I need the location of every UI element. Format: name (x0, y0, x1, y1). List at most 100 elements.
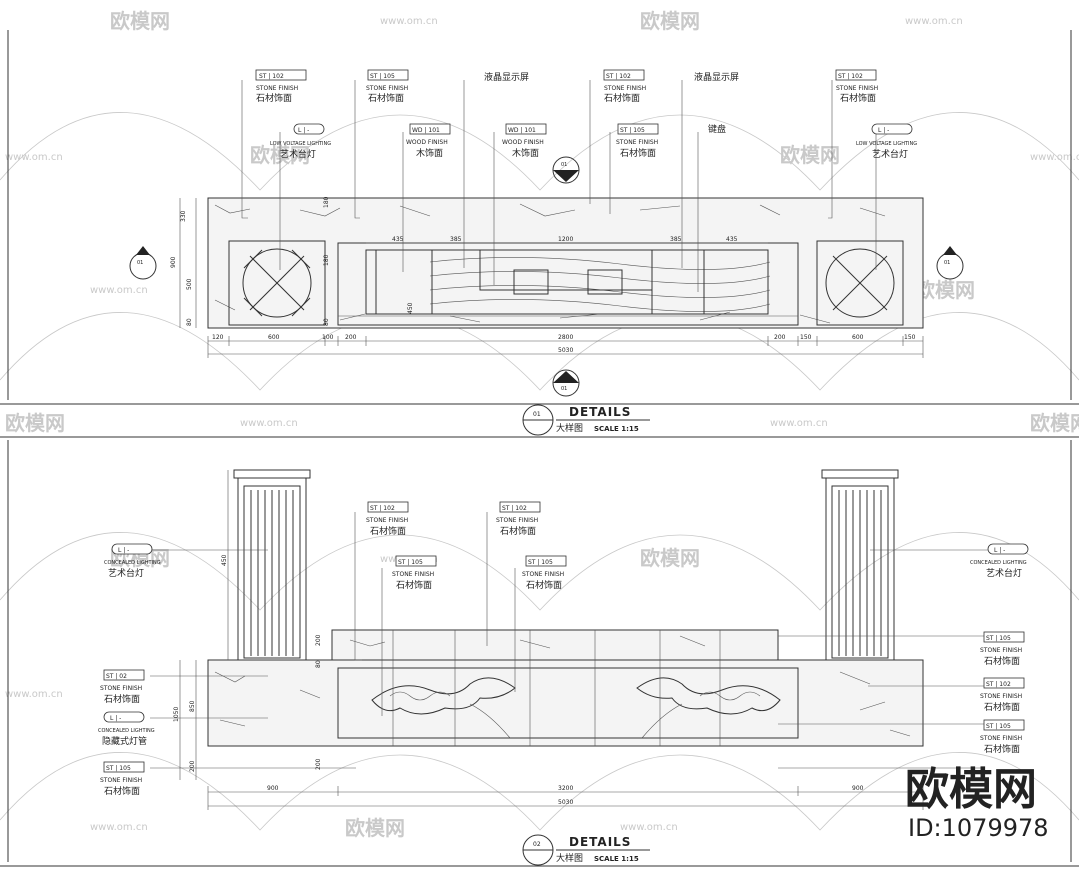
plan-outer-slab (207, 197, 924, 329)
elevation-title-block: 02 DETAILS 大样图 SCALE 1:15 (522, 834, 650, 866)
elevation-dim-bottom: 3200 (558, 785, 573, 792)
svg-text:石材饰面: 石材饰面 (620, 147, 656, 159)
svg-text:艺术台灯: 艺术台灯 (986, 567, 1022, 579)
elevation-dim-total: 5030 (558, 799, 573, 806)
brand-watermark: 欧模网 ID:1079978 (905, 764, 1049, 842)
svg-text:ST | 102: ST | 102 (838, 73, 863, 80)
svg-text:L | -: L | - (298, 127, 309, 134)
plan-dim-bottom: 200 (774, 334, 786, 341)
svg-text:艺术台灯: 艺术台灯 (872, 148, 908, 160)
svg-text:石材饰面: 石材饰面 (984, 655, 1020, 667)
watermark-url: www.om.cn (90, 285, 148, 296)
elevation-dim-left: 850 (189, 700, 196, 712)
elev-tag-light-left: L | - CONCEALED LIGHTING 艺术台灯 (104, 543, 161, 579)
svg-text:WOOD FINISH: WOOD FINISH (406, 139, 448, 146)
watermark-brand: 欧模网 (915, 278, 975, 302)
elevation-slab (207, 659, 924, 747)
svg-text:LOW VOLTAGE LIGHTING: LOW VOLTAGE LIGHTING (270, 141, 331, 147)
watermark-brand: 欧模网 (5, 411, 65, 435)
brand-id-text: ID:1079978 (908, 814, 1049, 842)
plan-title: DETAILS (569, 405, 631, 419)
svg-text:WD | 101: WD | 101 (508, 127, 536, 134)
watermark-brand: 欧模网 (780, 143, 840, 167)
plan-section-marker-right: 01 (936, 246, 964, 280)
watermark-url: www.om.cn (770, 418, 828, 429)
plan-tag-st105-mid: ST | 105 STONE FINISH 石材饰面 (616, 123, 659, 159)
plan-label-keyboard: 键盘 (708, 123, 726, 135)
plan-tag-st102-mid: ST | 102 STONE FINISH 石材饰面 (603, 69, 646, 104)
watermark-url: www.om.cn (380, 16, 438, 27)
svg-text:ST | 105: ST | 105 (106, 765, 131, 772)
svg-text:STONE FINISH: STONE FINISH (366, 85, 408, 92)
svg-text:石材饰面: 石材饰面 (370, 525, 406, 537)
svg-text:ST | 102: ST | 102 (370, 505, 395, 512)
svg-text:WOOD FINISH: WOOD FINISH (502, 139, 544, 146)
svg-text:石材饰面: 石材饰面 (104, 693, 140, 705)
elev-tag-st105-a: ST | 105 STONE FINISH 石材饰面 (392, 555, 437, 591)
elev-tag-concealed-left: L | - CONCEALED LIGHTING 隐藏式灯管 (98, 711, 155, 747)
plan-tag-st102-right: ST | 102 STONE FINISH 石材饰面 (835, 69, 878, 104)
svg-text:ST | 02: ST | 02 (106, 673, 127, 680)
svg-text:STONE FINISH: STONE FINISH (100, 685, 142, 692)
svg-text:L | -: L | - (878, 127, 889, 134)
svg-text:石材饰面: 石材饰面 (984, 743, 1020, 755)
elevation-dim-left: 200 (189, 760, 196, 772)
watermark-url: www.om.cn (90, 822, 148, 833)
svg-text:ST | 105: ST | 105 (620, 127, 645, 134)
svg-text:石材饰面: 石材饰面 (840, 92, 876, 104)
elevation-left-column (233, 469, 311, 661)
watermark-url: www.om.cn (620, 822, 678, 833)
svg-text:STONE FINISH: STONE FINISH (256, 85, 298, 92)
svg-text:01: 01 (533, 411, 541, 418)
svg-text:ST | 105: ST | 105 (986, 723, 1011, 730)
plan-tag-light-left: L | - LOW VOLTAGE LIGHTING 艺术台灯 (270, 123, 331, 160)
elev-tag-st02-left: ST | 02 STONE FINISH 石材饰面 (100, 669, 145, 705)
elev-tag-st105-left: ST | 105 STONE FINISH 石材饰面 (100, 761, 145, 797)
elevation-scale: SCALE 1:15 (594, 855, 639, 863)
plan-dim-top: 1200 (558, 236, 573, 243)
plan-scale: SCALE 1:15 (594, 425, 639, 433)
svg-text:石材饰面: 石材饰面 (604, 92, 640, 104)
elevation-dim-left: 1050 (173, 707, 180, 722)
svg-text:ST | 105: ST | 105 (528, 559, 553, 566)
svg-text:木饰面: 木饰面 (512, 147, 539, 159)
svg-text:01: 01 (944, 260, 950, 266)
plan-view: 435 385 1200 385 435 120 600 100 200 280… (129, 69, 964, 436)
elevation-dim-left: 450 (221, 554, 228, 566)
elev-tag-st102-right: ST | 102 STONE FINISH 石材饰面 (980, 677, 1025, 713)
plan-tag-light-right: L | - LOW VOLTAGE LIGHTING 艺术台灯 (856, 123, 917, 160)
elevation-back-panel (331, 629, 779, 661)
elevation-leaders (150, 512, 990, 769)
plan-label-lcd: 液晶显示屏 (694, 71, 739, 83)
plan-dim-top: 435 (726, 236, 738, 243)
plan-title-block: 01 DETAILS 大样图 SCALE 1:15 (522, 404, 650, 436)
plan-dim-left: 80 (186, 318, 193, 326)
svg-text:STONE FINISH: STONE FINISH (496, 517, 538, 524)
svg-text:01: 01 (561, 386, 567, 392)
svg-text:L | -: L | - (110, 715, 121, 722)
plan-dim-top: 385 (450, 236, 462, 243)
svg-text:CONCEALED LIGHTING: CONCEALED LIGHTING (970, 560, 1027, 566)
watermark-url: www.om.cn (5, 152, 63, 163)
plan-section-marker-left: 01 (129, 246, 157, 280)
plan-dim-total: 5030 (558, 347, 573, 354)
plan-tag-st105-left: ST | 105 STONE FINISH 石材饰面 (366, 69, 409, 104)
plan-label-lcd: 液晶显示屏 (484, 71, 529, 83)
watermark-url: www.om.cn (240, 418, 298, 429)
svg-text:石材饰面: 石材饰面 (526, 579, 562, 591)
plan-leaders (241, 80, 877, 292)
elevation-right-column (821, 469, 899, 661)
elev-tag-light-right: L | - CONCEALED LIGHTING 艺术台灯 (970, 543, 1029, 579)
svg-text:ST | 102: ST | 102 (986, 681, 1011, 688)
svg-text:LOW VOLTAGE LIGHTING: LOW VOLTAGE LIGHTING (856, 141, 917, 147)
svg-text:石材饰面: 石材饰面 (500, 525, 536, 537)
svg-text:木饰面: 木饰面 (416, 147, 443, 159)
watermark-url: www.om.cn (905, 16, 963, 27)
plan-dim-left: 900 (170, 256, 177, 268)
svg-text:L | -: L | - (994, 547, 1005, 554)
plan-dim-left: 500 (186, 278, 193, 290)
svg-text:STONE FINISH: STONE FINISH (522, 571, 564, 578)
svg-text:STONE FINISH: STONE FINISH (604, 85, 646, 92)
elevation-carving (371, 677, 781, 739)
plan-tag-wd101-mid: WD | 101 WOOD FINISH 木饰面 (502, 123, 547, 159)
